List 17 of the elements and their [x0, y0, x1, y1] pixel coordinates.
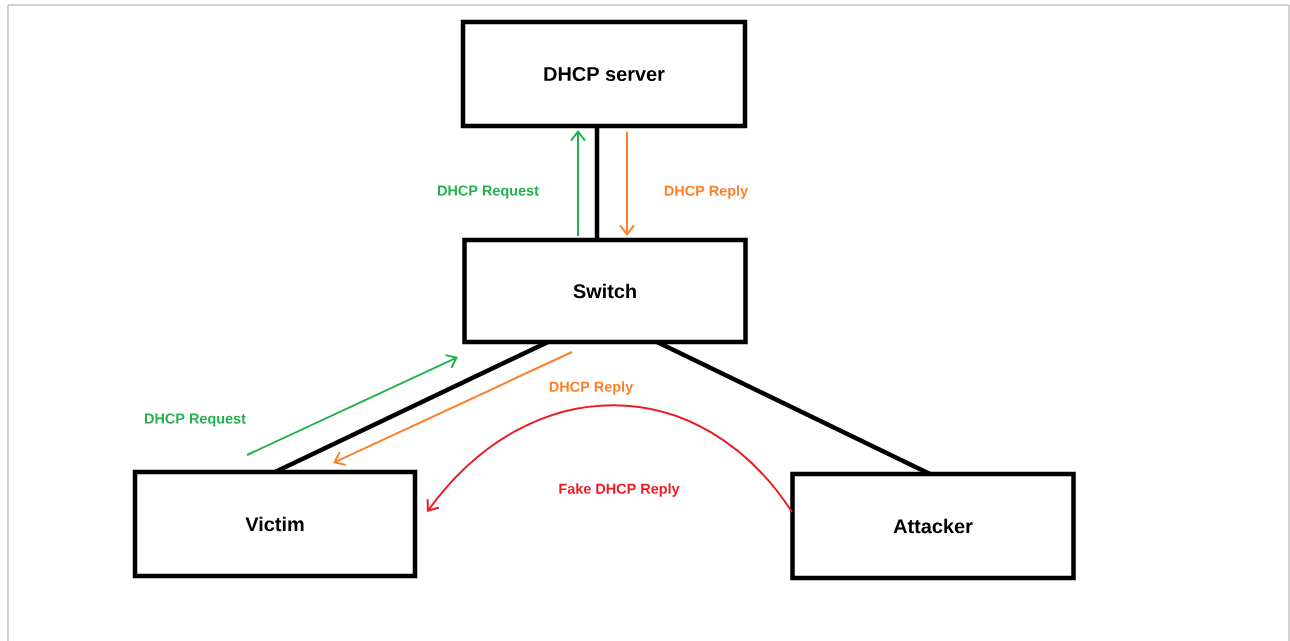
- arrow: [570, 130, 586, 237]
- edge-label: DHCP Reply: [547, 380, 635, 396]
- device-box: Switch: [462, 237, 748, 345]
- connector-line: [274, 339, 549, 474]
- connector-line: [656, 339, 931, 476]
- device-box: Attacker: [790, 471, 1076, 581]
- edge-label: DHCP Request: [143, 412, 247, 428]
- arrow: [426, 404, 793, 513]
- edge-label: DHCP Reply: [662, 184, 750, 200]
- arrow: [246, 354, 458, 456]
- connector-line: [594, 126, 600, 240]
- device-box: DHCP server: [460, 19, 748, 129]
- edge-label: Fake DHCP Reply: [557, 482, 681, 498]
- device-box: Victim: [132, 469, 418, 579]
- arrow: [619, 131, 635, 236]
- edge-label: DHCP Request: [436, 184, 540, 200]
- arrow: [333, 351, 573, 466]
